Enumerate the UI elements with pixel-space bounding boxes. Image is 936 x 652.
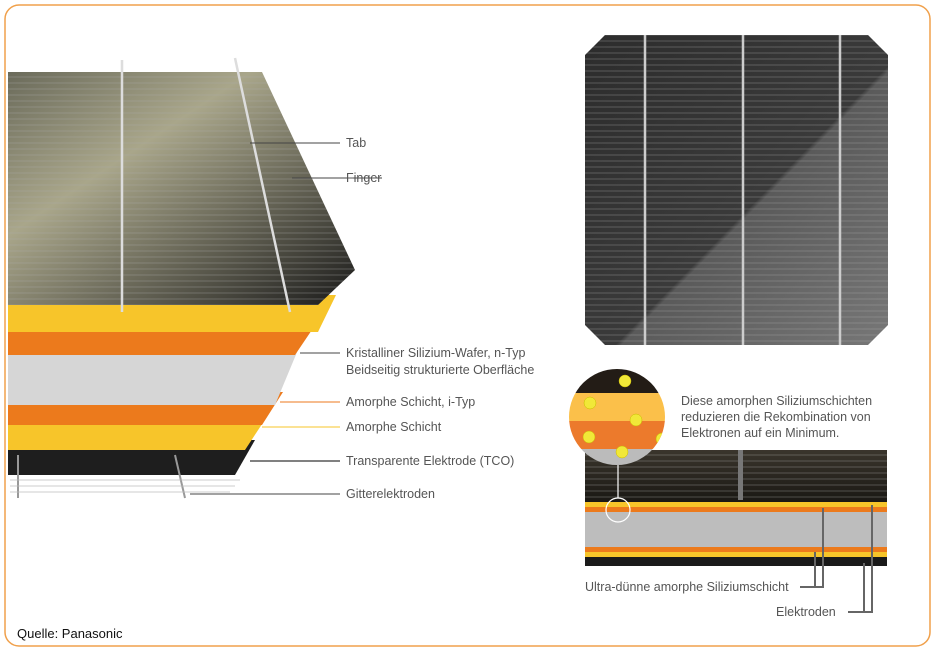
label-grid-electrodes: Gitterelektroden: [346, 487, 435, 501]
solar-cell-top-view: [585, 35, 888, 345]
label-amorphous-i: Amorphe Schicht, i-Typ: [346, 395, 475, 409]
label-tco: Transparente Elektrode (TCO): [346, 454, 514, 468]
label-finger: Finger: [346, 171, 381, 185]
note-line2: reduzieren die Rekombination von: [681, 410, 871, 424]
label-electrodes: Elektroden: [776, 605, 836, 619]
tab-line-2: [233, 57, 292, 313]
source-credit: Quelle: Panasonic: [17, 626, 123, 641]
label-tab: Tab: [346, 136, 366, 150]
label-ultra-thin-layer: Ultra-dünne amorphe Siliziumschicht: [585, 580, 789, 594]
cell-section-view: [585, 450, 887, 566]
note-line3: Elektronen auf ein Minimum.: [681, 426, 839, 440]
layer-stack-illustration: [8, 57, 355, 499]
label-wafer-line1: Kristalliner Silizium-Wafer, n-Typ: [346, 346, 525, 360]
label-wafer-line2: Beidseitig strukturierte Oberfläche: [346, 363, 534, 377]
layer-wafer: [8, 345, 300, 405]
note-line1: Diese amorphen Siliziumschichten: [681, 394, 872, 408]
label-amorphous: Amorphe Schicht: [346, 420, 442, 434]
